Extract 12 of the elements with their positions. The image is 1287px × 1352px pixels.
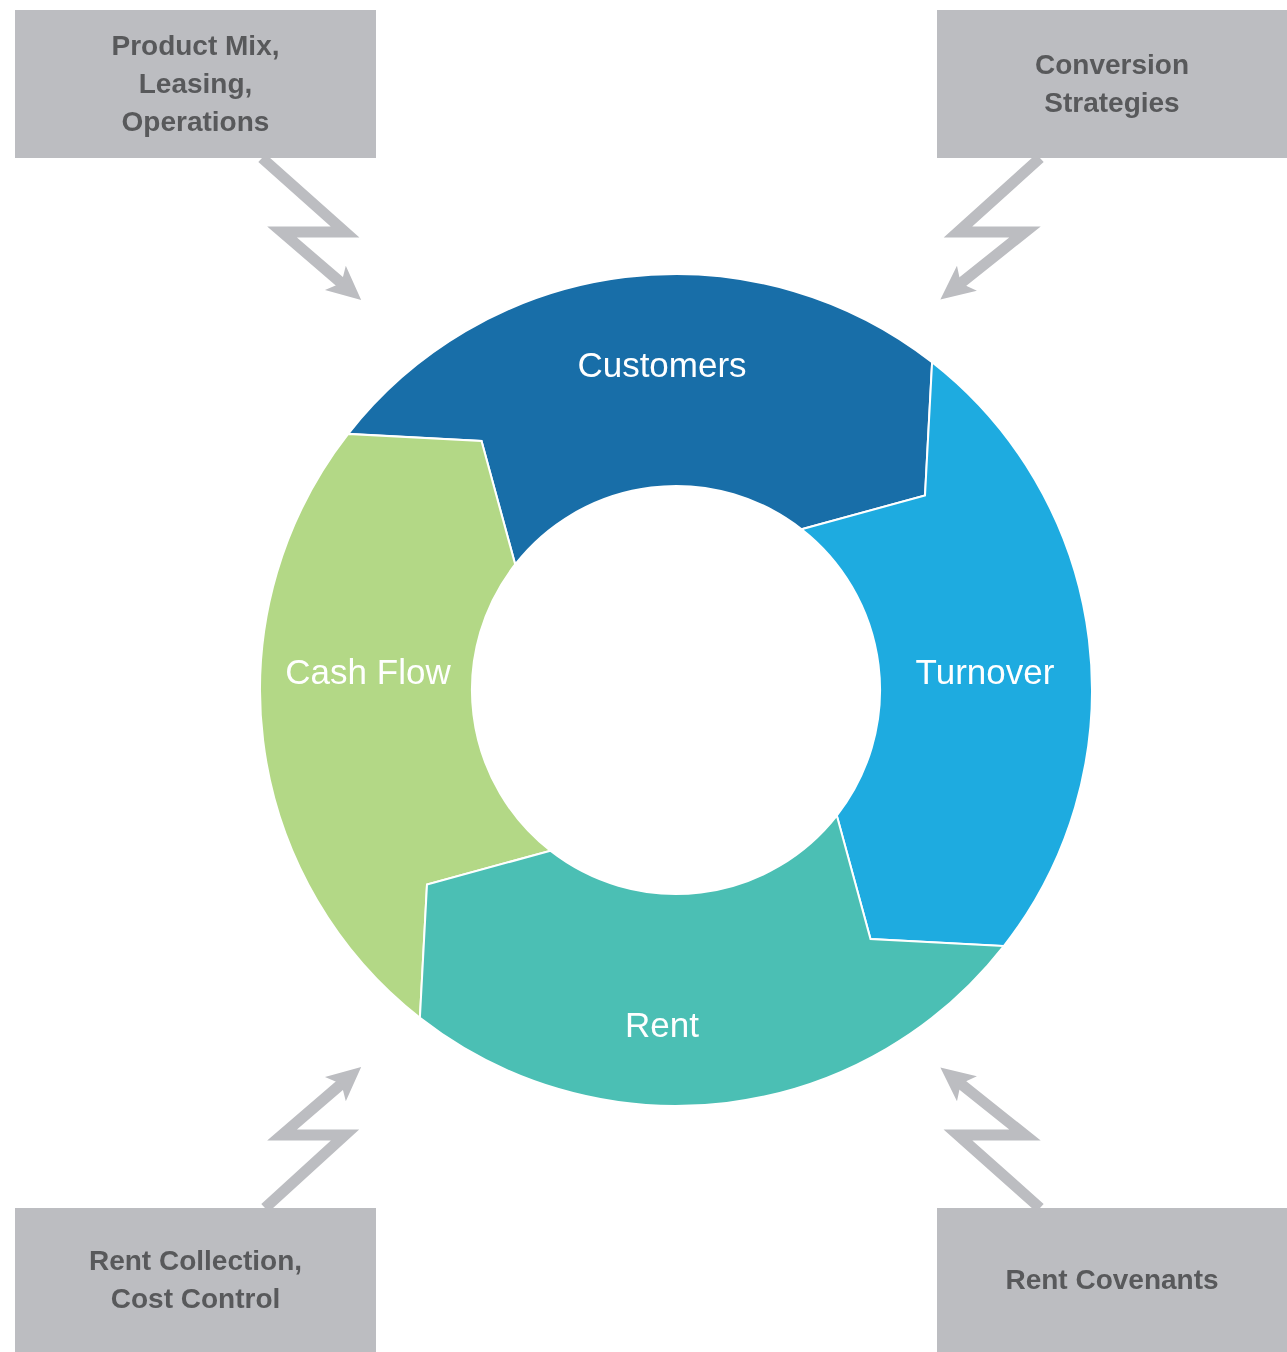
factor-label: Conversion Strategies: [1034, 48, 1190, 120]
segment-label: Rent: [625, 1005, 699, 1045]
factor-label: Rent Collection, Cost Control: [87, 1244, 304, 1316]
segment-label: Turnover: [915, 652, 1055, 692]
factor-box: [937, 1208, 1287, 1352]
factor-label: Rent Covenants: [1004, 1263, 1220, 1298]
factor-box: [937, 10, 1287, 158]
factor-box: [15, 10, 376, 158]
segment-label: Cash Flow: [285, 652, 451, 692]
factor-box: [15, 1208, 376, 1352]
segment-label: Customers: [577, 345, 747, 385]
factor-label: Product Mix, Leasing, Operations: [110, 29, 281, 139]
